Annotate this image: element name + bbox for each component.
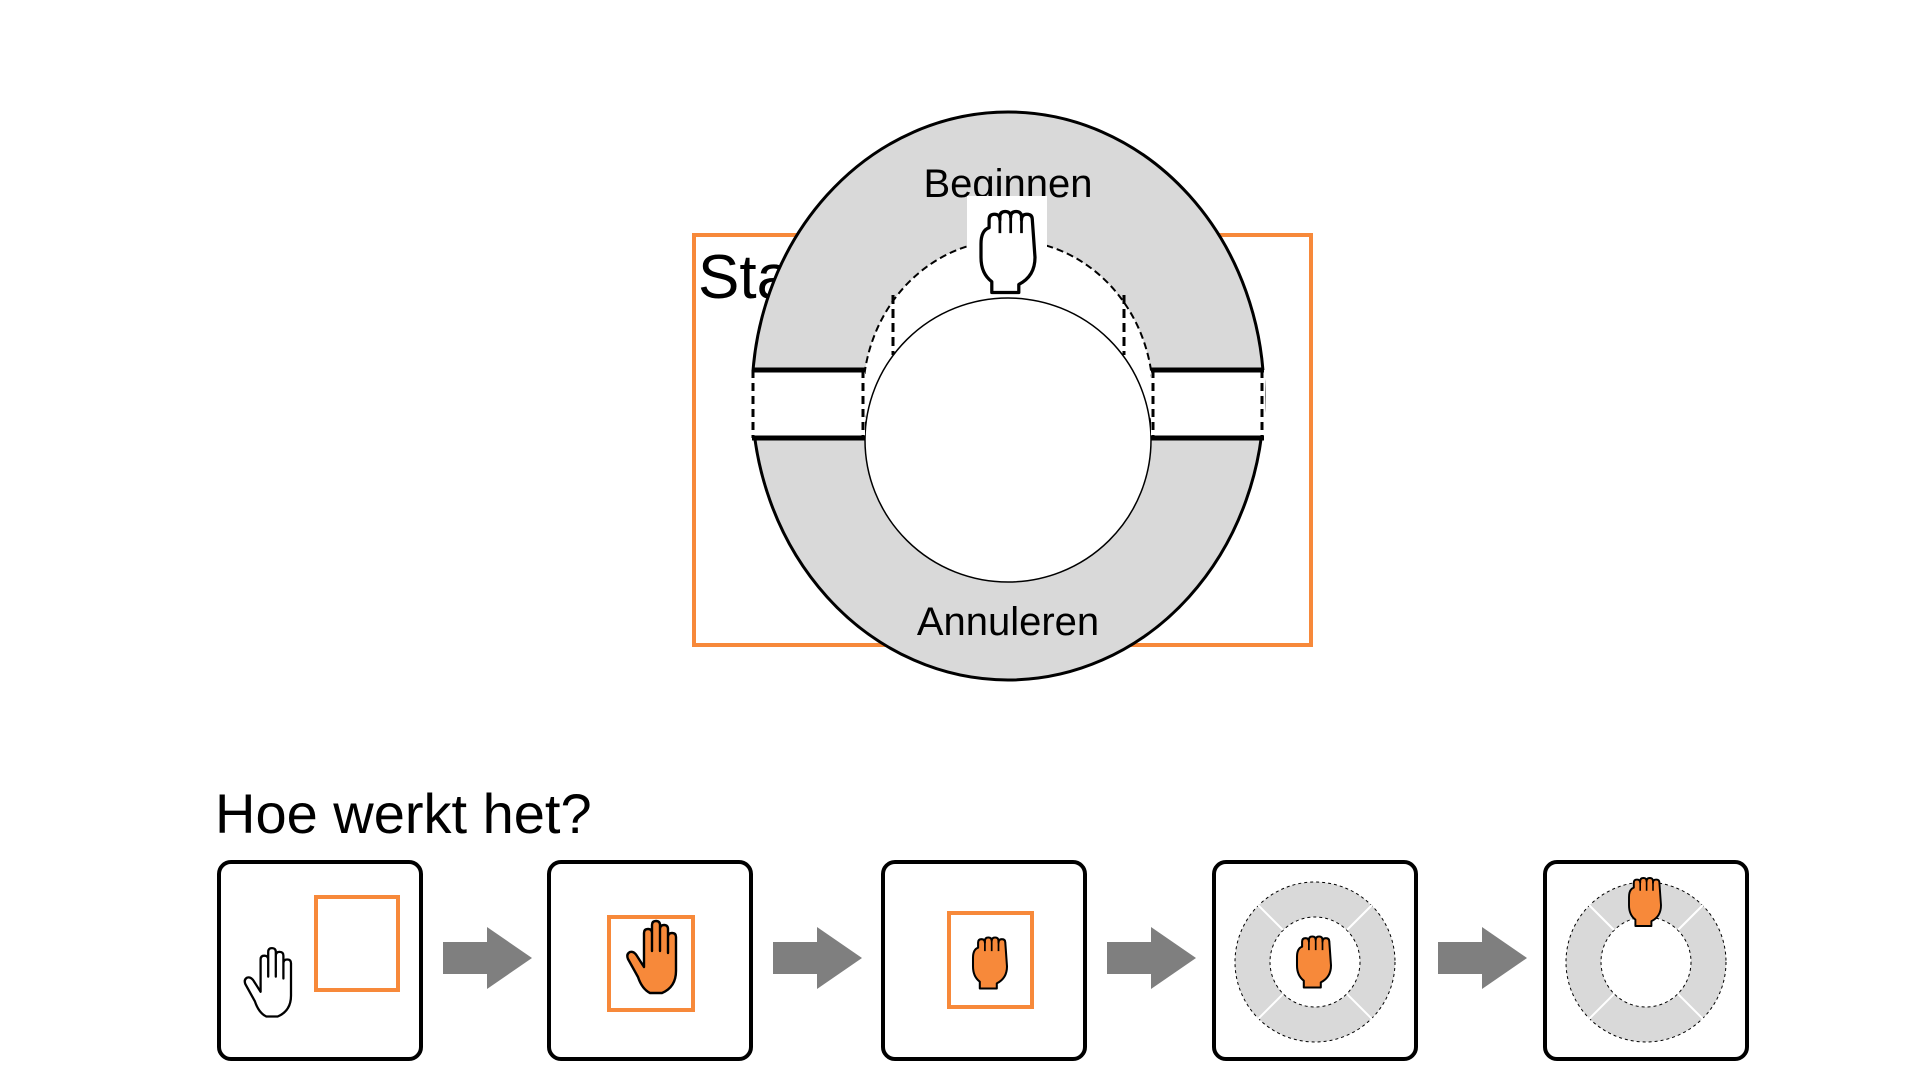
target-box <box>314 895 400 992</box>
arrow-right-icon <box>773 927 862 989</box>
step-5-panel <box>1543 860 1749 1061</box>
ring-option-bottom[interactable]: Annuleren <box>917 600 1099 644</box>
step-1-panel <box>217 860 423 1061</box>
step-4-panel <box>1212 860 1418 1061</box>
arrow-right-icon <box>1438 927 1527 989</box>
grab-hand-cursor-icon <box>979 209 1037 295</box>
arrow-right-icon <box>1107 927 1196 989</box>
ring-inner-hole <box>864 297 1152 583</box>
orange-grab-hand-icon <box>971 936 1009 990</box>
ring-menu: Beginnen Annuleren <box>750 110 1266 682</box>
target-box <box>607 915 695 1012</box>
step-2-panel <box>547 860 753 1061</box>
tutorial-heading: Hoe werkt het? <box>215 782 592 845</box>
target-box <box>947 911 1034 1009</box>
step-3-panel <box>881 860 1087 1061</box>
arrow-right-icon <box>443 927 532 989</box>
orange-grab-hand-icon <box>1628 877 1662 927</box>
orange-grab-hand-icon <box>1295 935 1333 989</box>
